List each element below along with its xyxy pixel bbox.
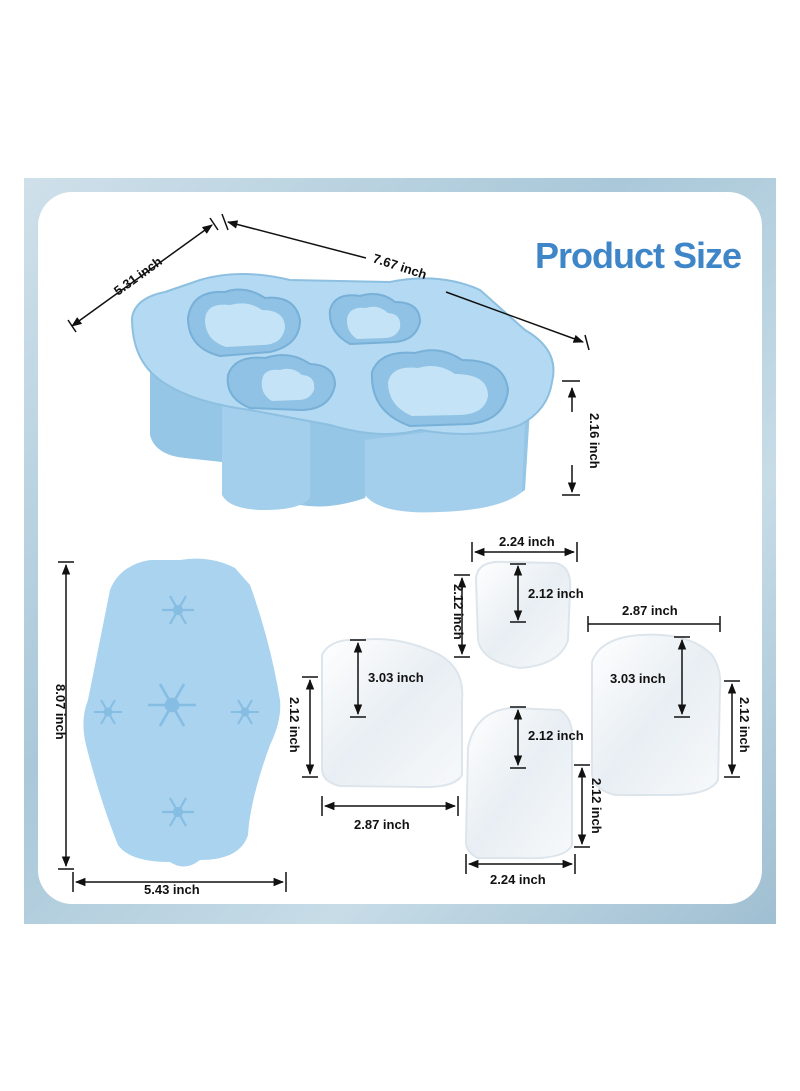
dim-tray-length: 7.67 inch — [371, 251, 429, 282]
dim-small-ice-top-inner: 2.12 inch — [528, 586, 584, 601]
dim-small-ice-bottom-height: 2.12 inch — [589, 778, 604, 834]
ice-small-bottom — [464, 706, 573, 860]
snowflake-icon — [231, 699, 259, 725]
ice-large-left — [321, 638, 464, 789]
ice-large-right — [591, 633, 722, 796]
dim-tray-height: 2.16 inch — [587, 413, 602, 469]
silicone-lid — [83, 558, 281, 867]
dim-tray-width: 5.31 inch — [111, 254, 165, 299]
dim-small-ice-top-height: 2.12 inch — [451, 584, 466, 640]
dim-large-ice-right-inner: 3.03 inch — [610, 671, 666, 686]
dim-small-ice-bottom-inner: 2.12 inch — [528, 728, 584, 743]
dim-large-ice-left-height: 2.12 inch — [287, 697, 302, 753]
snowflake-icon — [162, 797, 194, 827]
page-title: Product Size — [535, 235, 742, 276]
dim-small-ice-top-width: 2.24 inch — [499, 534, 555, 549]
ice-tray — [130, 273, 555, 513]
snowflake-icon — [162, 595, 194, 625]
dim-large-ice-right-height: 2.12 inch — [737, 697, 752, 753]
snowflake-icon — [148, 683, 196, 727]
dim-large-ice-left-inner: 3.03 inch — [368, 670, 424, 685]
ice-small-top — [474, 560, 572, 670]
snowflake-icon — [94, 699, 122, 725]
dim-lid-width: 5.43 inch — [144, 882, 200, 897]
dim-large-ice-right-width: 2.87 inch — [622, 603, 678, 618]
dim-large-ice-left-width: 2.87 inch — [354, 817, 410, 832]
dim-lid-height: 8.07 inch — [53, 684, 68, 740]
dim-small-ice-bottom-width: 2.24 inch — [490, 872, 546, 887]
